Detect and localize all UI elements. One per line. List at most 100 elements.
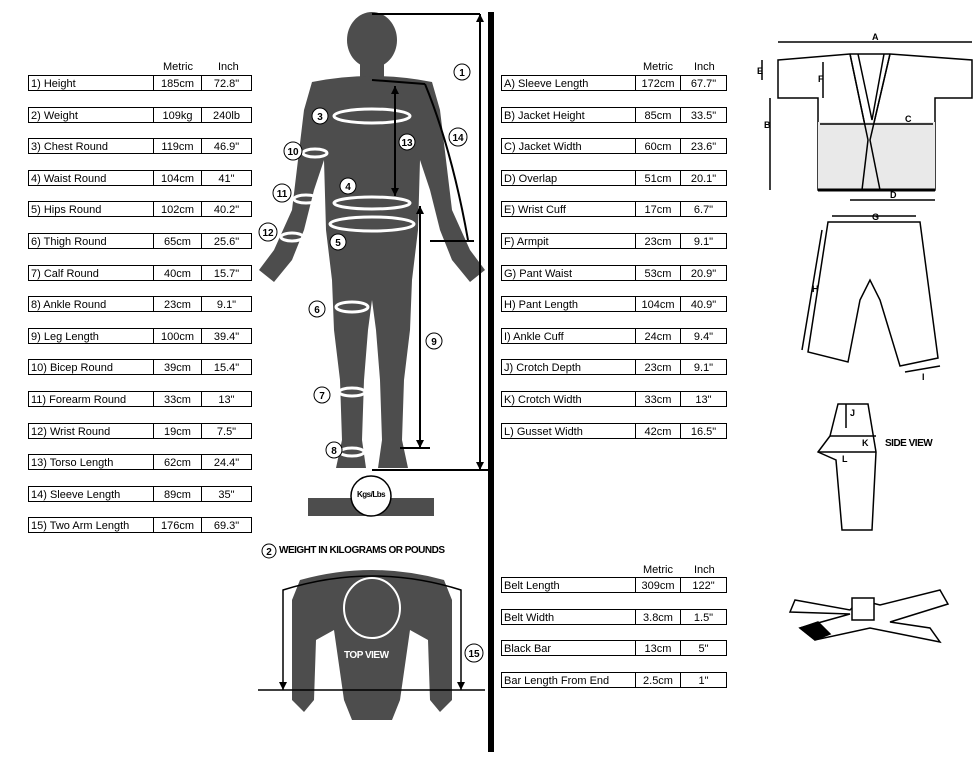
side-view-label: SIDE VIEW xyxy=(885,438,933,449)
cell-inch: 9.1" xyxy=(681,359,727,376)
weight-marker-2: 2 xyxy=(261,543,277,559)
cell-label: C) Jacket Width xyxy=(501,138,636,155)
dimension-letter: G xyxy=(872,212,879,222)
cell-metric: 42cm xyxy=(636,422,681,439)
cell-label: B) Jacket Height xyxy=(501,106,636,123)
cell-label: 8) Ankle Round xyxy=(28,296,154,313)
cell-inch: 25.6" xyxy=(202,233,252,249)
cell-metric: 119cm xyxy=(154,138,202,155)
marker-number: 8 xyxy=(331,446,337,457)
marker-10: 10 xyxy=(283,141,303,161)
cell-label: 1) Height xyxy=(28,75,154,91)
pants-side-view-diagram xyxy=(816,403,877,531)
cell-inch: 16.5" xyxy=(681,422,727,439)
cell-metric: 104cm xyxy=(636,296,681,313)
cell-metric: 17cm xyxy=(636,201,681,218)
cell-metric: 24cm xyxy=(636,327,681,344)
cell-inch: 20.9" xyxy=(681,264,727,281)
dimension-letter: D xyxy=(890,190,897,200)
cell-metric: 23cm xyxy=(636,359,681,376)
cell-inch: 9.1" xyxy=(681,233,727,249)
marker-11: 11 xyxy=(272,183,292,203)
body-table-header-inch: Inch xyxy=(218,61,239,73)
dimension-letter: A xyxy=(872,32,879,42)
dimension-letter: H xyxy=(812,284,819,294)
cell-label: E) Wrist Cuff xyxy=(501,201,636,218)
cell-label: I) Ankle Cuff xyxy=(501,327,636,344)
cell-label: Black Bar xyxy=(501,640,636,657)
center-divider xyxy=(488,12,494,752)
dimension-letter: L xyxy=(842,454,848,464)
marker-8: 8 xyxy=(325,441,343,459)
cell-inch: 23.6" xyxy=(681,138,727,155)
gi-table-header-inch: Inch xyxy=(694,61,715,73)
marker-number: 3 xyxy=(317,112,323,123)
cell-metric: 13cm xyxy=(636,640,681,657)
marker-3: 3 xyxy=(311,107,329,125)
cell-metric: 2.5cm xyxy=(636,671,681,688)
cell-label: 10) Bicep Round xyxy=(28,359,154,376)
cell-inch: 15.7" xyxy=(202,264,252,281)
dimension-letter: F xyxy=(818,74,824,84)
marker-number: 9 xyxy=(431,337,437,348)
marker-number: 7 xyxy=(319,391,325,402)
cell-inch: 5" xyxy=(681,640,727,657)
cell-metric: 53cm xyxy=(636,264,681,281)
marker-number: 15 xyxy=(468,649,480,660)
marker-12: 12 xyxy=(258,222,278,242)
cell-metric: 3.8cm xyxy=(636,608,681,625)
cell-inch: 40.2" xyxy=(202,201,252,218)
cell-metric: 60cm xyxy=(636,138,681,155)
cell-inch: 13" xyxy=(202,391,252,407)
body-table-header-metric: Metric xyxy=(163,61,193,73)
cell-metric: 102cm xyxy=(154,201,202,218)
cell-metric: 39cm xyxy=(154,359,202,376)
dimension-letter: B xyxy=(764,120,771,130)
cell-label: 11) Forearm Round xyxy=(28,391,154,407)
cell-label: 5) Hips Round xyxy=(28,201,154,218)
marker-number: 6 xyxy=(314,305,320,316)
cell-inch: 33.5" xyxy=(681,106,727,123)
marker-6: 6 xyxy=(308,300,326,318)
top-view-figure xyxy=(258,570,485,720)
cell-inch: 35" xyxy=(202,485,252,502)
weight-marker-number: 2 xyxy=(266,547,272,558)
cell-label: Belt Width xyxy=(501,608,636,625)
cell-label: H) Pant Length xyxy=(501,296,636,313)
marker-number: 12 xyxy=(262,228,274,239)
cell-metric: 89cm xyxy=(154,485,202,502)
belt-diagram xyxy=(788,589,950,644)
marker-4: 4 xyxy=(339,177,357,195)
marker-number: 11 xyxy=(277,189,288,200)
weight-caption: WEIGHT IN KILOGRAMS OR POUNDS xyxy=(279,545,445,556)
cell-metric: 62cm xyxy=(154,454,202,471)
top-view-label: TOP VIEW xyxy=(344,650,389,661)
cell-label: J) Crotch Depth xyxy=(501,359,636,376)
cell-metric: 85cm xyxy=(636,106,681,123)
cell-label: Bar Length From End xyxy=(501,671,636,688)
scale-label: Kgs/Lbs xyxy=(357,490,386,499)
cell-inch: 41" xyxy=(202,169,252,186)
pants-diagram xyxy=(801,215,941,373)
marker-13: 13 xyxy=(398,133,416,151)
cell-metric: 19cm xyxy=(154,422,202,439)
cell-label: 9) Leg Length xyxy=(28,327,154,344)
marker-number: 1 xyxy=(459,68,465,79)
